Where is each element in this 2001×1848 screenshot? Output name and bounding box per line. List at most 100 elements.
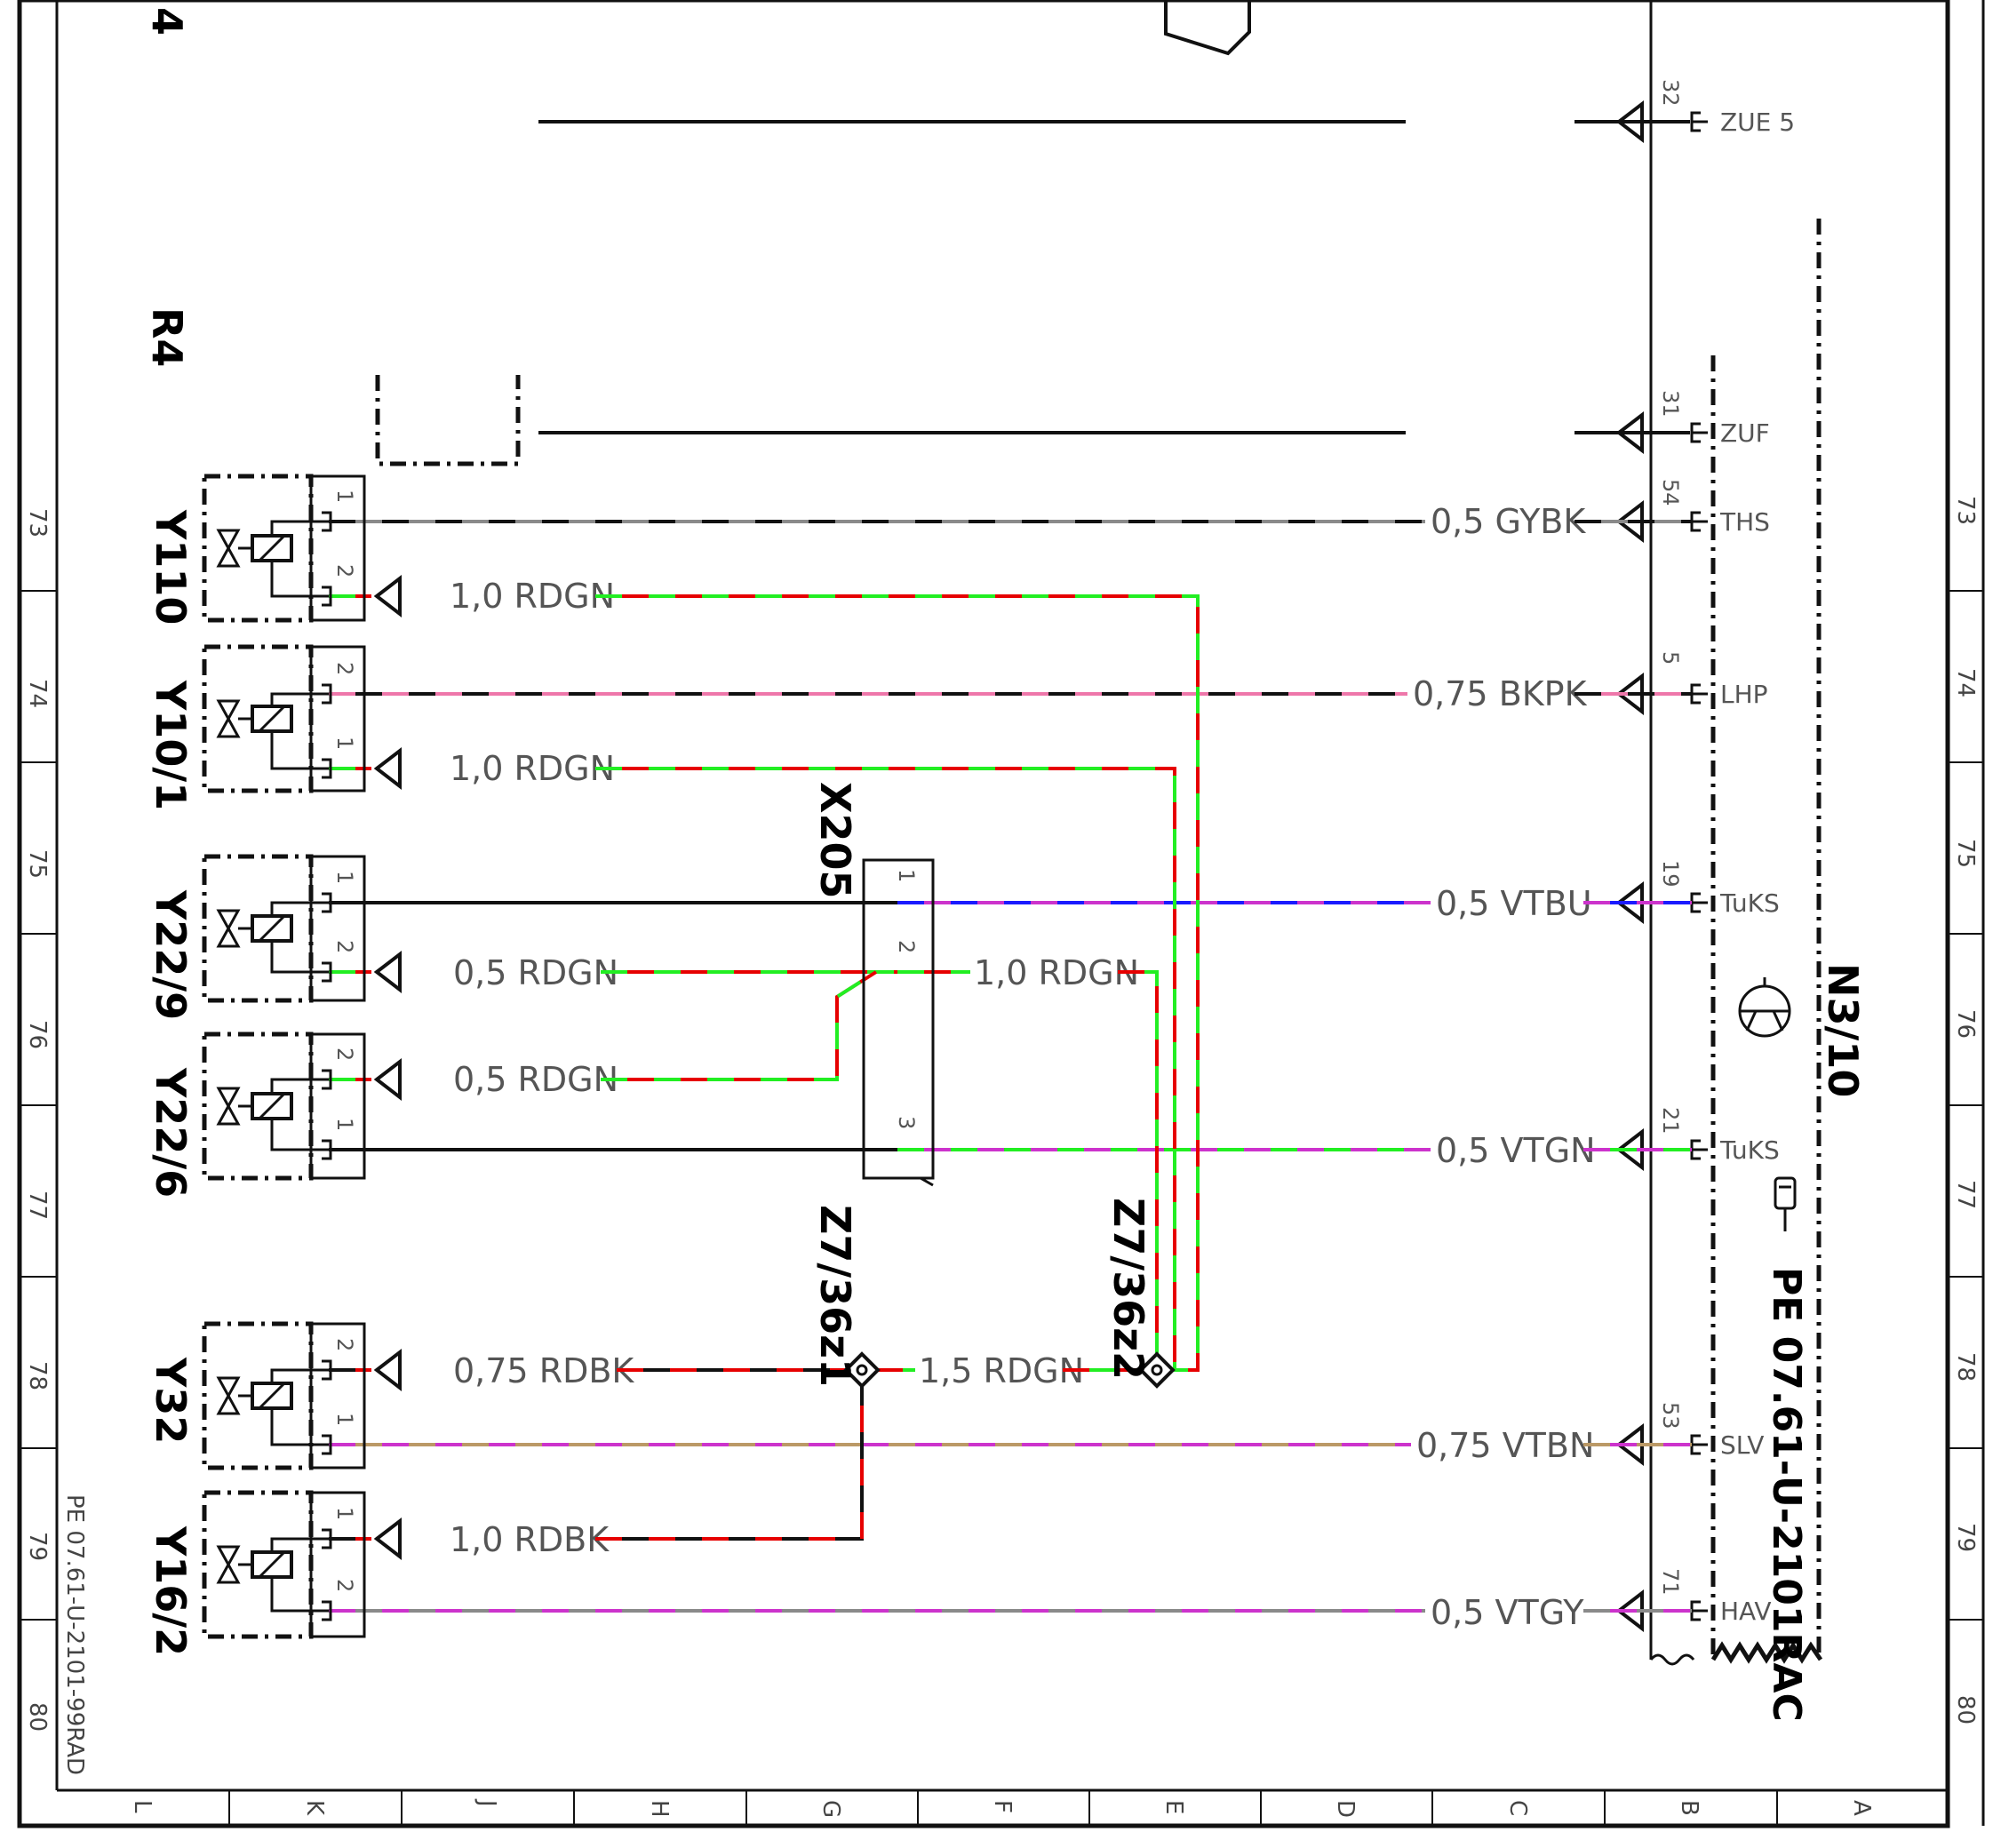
row-label: 77 bbox=[24, 1191, 51, 1220]
wire-label-y162-rdbk: 1,0 RDBK bbox=[450, 1520, 610, 1559]
wire-arrow-icon bbox=[373, 950, 402, 994]
wire-label-vtgy: 0,5 VTGY bbox=[1431, 1593, 1584, 1632]
column-label: E bbox=[1160, 1800, 1187, 1814]
solenoid-pin-number: 2 bbox=[332, 1579, 357, 1592]
wire-label-vtgn: 0,5 VTGN bbox=[1436, 1131, 1596, 1170]
row-label: 79 bbox=[24, 1532, 51, 1561]
ecu-arrow-icon bbox=[1615, 100, 1644, 144]
column-label: K bbox=[301, 1800, 328, 1816]
ecu-pin-number: 31 bbox=[1658, 390, 1683, 418]
row-label: 79 bbox=[1952, 1523, 1979, 1552]
column-label: D bbox=[1332, 1800, 1359, 1818]
wire-label-y32-rdbk: 0,75 RDBK bbox=[453, 1351, 634, 1390]
column-label: G bbox=[817, 1800, 844, 1818]
wire-label-y101-rdgn: 1,0 RDGN bbox=[450, 749, 615, 788]
solenoid-pin-number: 2 bbox=[332, 1047, 357, 1061]
ecu-pin-name: LHP bbox=[1720, 680, 1768, 709]
row-label: 74 bbox=[1952, 668, 1979, 697]
doc-code-left: PE 07.61-U-2101-99RAD bbox=[61, 1494, 88, 1775]
ecu-pin-name: THS bbox=[1719, 507, 1770, 537]
row-label: 77 bbox=[1952, 1180, 1979, 1209]
solenoid-pin-number: 1 bbox=[332, 1507, 357, 1520]
column-label: B bbox=[1676, 1800, 1702, 1816]
row-label: 73 bbox=[1952, 496, 1979, 525]
wire-y162-rdbk bbox=[595, 1386, 864, 1541]
solenoid-pin-number: 2 bbox=[332, 564, 357, 578]
black-lines bbox=[538, 120, 1690, 434]
solenoid-label: Y110 bbox=[147, 509, 195, 625]
ecu-pin-number: 32 bbox=[1658, 79, 1683, 107]
solenoid-label: Y22/6 bbox=[147, 1067, 195, 1198]
splice-z7-36z1-dot bbox=[856, 1364, 868, 1376]
sheet-top-label: 4 bbox=[143, 7, 191, 36]
splice-z7-36z1 bbox=[843, 1351, 881, 1389]
wire-y226-rdgn bbox=[601, 970, 878, 1081]
connector-shape bbox=[1164, 0, 1251, 56]
wire-label-bkpk: 0,75 BKPK bbox=[1413, 674, 1588, 713]
splice-z7-36z2 bbox=[1138, 1351, 1176, 1389]
wire-label-y110-rdgn: 1,0 RDGN bbox=[450, 577, 615, 616]
ecu-pin-number: 54 bbox=[1658, 479, 1683, 506]
row-label: 78 bbox=[1952, 1352, 1979, 1382]
column-label: A bbox=[1848, 1800, 1875, 1816]
solenoid-valve-y110: 1 2 Y110 bbox=[147, 474, 366, 625]
column-label: L bbox=[129, 1800, 155, 1813]
ecu-pin-number: 19 bbox=[1658, 860, 1683, 888]
x205-pin-1: 1 bbox=[894, 869, 919, 882]
ecu-pin-name: SLV bbox=[1720, 1430, 1764, 1460]
row-label: 73 bbox=[24, 508, 51, 538]
ecu-pin-number: 21 bbox=[1658, 1107, 1683, 1135]
wire-arrow-icon bbox=[373, 574, 402, 618]
row-label: 78 bbox=[24, 1361, 51, 1390]
label-z7-36z1: Z7/36z1 bbox=[811, 1205, 859, 1387]
wire-label-y226-rdgn: 0,5 RDGN bbox=[453, 1060, 618, 1099]
wire-arrow-icon bbox=[373, 1057, 402, 1102]
wire-arrow-icon bbox=[373, 746, 402, 791]
column-labels: L K J H G F E D C B A bbox=[129, 1798, 1875, 1818]
column-label: C bbox=[1504, 1800, 1531, 1816]
row-label: 76 bbox=[24, 1020, 51, 1049]
row-label: 76 bbox=[1952, 1009, 1979, 1039]
solenoid-pin-number: 2 bbox=[332, 940, 357, 953]
wire-arrow-icon bbox=[373, 1517, 402, 1561]
doc-code-right: PE 07.61-U-2101RAC bbox=[1764, 1267, 1809, 1722]
solenoid-pin-number: 2 bbox=[332, 1338, 357, 1351]
pointing-hand-icon bbox=[1774, 1176, 1797, 1231]
sheet-frame bbox=[17, 0, 1985, 1828]
solenoid-pin-number: 1 bbox=[332, 871, 357, 884]
column-label: F bbox=[989, 1800, 1016, 1813]
solenoid-valve-y22-9: 1 2 Y22/9 bbox=[147, 854, 366, 1020]
control-unit-n3-10 bbox=[1649, 0, 1823, 1666]
component-n3-10: N3/10 bbox=[1819, 963, 1867, 1097]
wire-x205-rdgn bbox=[1118, 970, 1159, 1358]
wire-label-y229-rdgn: 0,5 RDGN bbox=[453, 953, 618, 992]
ecu-pin-name: ZUF bbox=[1720, 418, 1770, 448]
solenoid-pin-number: 1 bbox=[332, 490, 357, 503]
ecu-arrow-icon bbox=[1615, 410, 1644, 455]
transistor-icon bbox=[1738, 977, 1791, 1038]
splice-z7-36z2-dot bbox=[1151, 1364, 1163, 1376]
connector-x205 bbox=[862, 858, 935, 1187]
row-label: 75 bbox=[24, 849, 51, 879]
ecu-pin-name: TuKS bbox=[1719, 888, 1780, 918]
wire-y101-rdgn bbox=[595, 767, 1176, 1370]
solenoid-label: Y16/2 bbox=[147, 1525, 195, 1656]
solenoid-pin-number: 2 bbox=[332, 662, 357, 675]
solenoid-pin-number: 1 bbox=[332, 1118, 357, 1131]
row-label: 74 bbox=[24, 679, 51, 708]
solenoid-pin-number: 1 bbox=[332, 737, 357, 750]
x205-pin-2: 2 bbox=[894, 940, 919, 953]
solenoid-label: Y22/9 bbox=[147, 889, 195, 1020]
row-label: 80 bbox=[1952, 1695, 1979, 1725]
row-label: 80 bbox=[24, 1702, 51, 1732]
solenoid-pin-number: 1 bbox=[332, 1413, 357, 1426]
ecu-pin-number: 53 bbox=[1658, 1402, 1683, 1430]
ecu-pin-name: HAV bbox=[1720, 1597, 1772, 1626]
row-labels-right: 73 74 75 76 77 78 79 80 bbox=[1952, 496, 1979, 1725]
label-x205: X205 bbox=[811, 782, 859, 899]
